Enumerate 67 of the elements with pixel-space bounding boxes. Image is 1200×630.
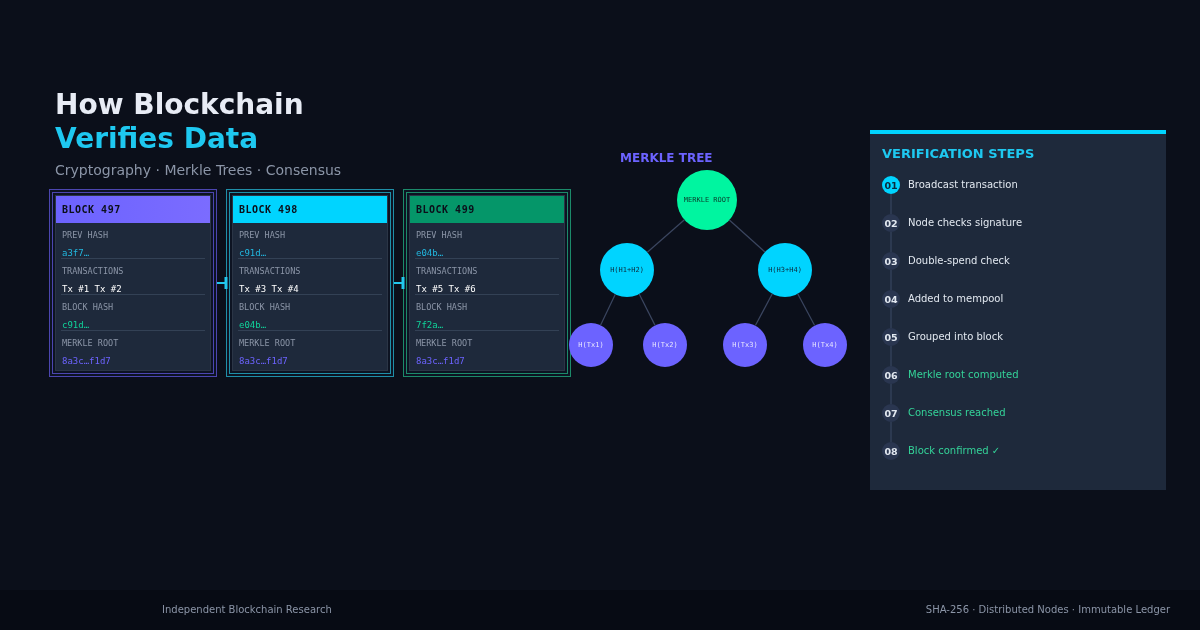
step-text: Node checks signature (908, 216, 1023, 230)
hash-value: Tx #1 Tx #2 (62, 283, 122, 295)
hash-value: e04b… (416, 247, 444, 259)
hash-value: c91d… (62, 319, 90, 331)
subtitle: Cryptography · Merkle Trees · Consensus (55, 162, 342, 178)
field-label: PREV HASH (62, 229, 110, 241)
step-text: Double-spend check (908, 254, 1010, 268)
hash-node (677, 170, 737, 230)
field-label: TRANSACTIONS (62, 265, 125, 277)
hash-value: Tx #3 Tx #4 (239, 283, 299, 295)
title: How Blockchain (55, 88, 304, 121)
step-number: 06 (884, 369, 898, 381)
step-number: 02 (884, 217, 898, 229)
field-label: PREV HASH (416, 229, 464, 241)
steps-panel (870, 130, 1166, 490)
tree-link (638, 293, 656, 326)
field-label: MERKLE ROOT (239, 337, 297, 349)
hash-value: 7f2a… (416, 319, 444, 331)
block-header: BLOCK 499 (410, 196, 564, 223)
hash-value: Tx #5 Tx #6 (416, 283, 476, 295)
hash-node (600, 243, 654, 297)
hash-node (569, 323, 613, 367)
step-number: 03 (884, 255, 898, 267)
hash-value: a3f7… (62, 247, 90, 259)
hash-node (723, 323, 767, 367)
block-header: BLOCK 498 (233, 196, 387, 223)
hash-value: 8a3c…f1d7 (416, 355, 465, 367)
hash-node (758, 243, 812, 297)
step-number: 04 (884, 293, 898, 305)
block-header: BLOCK 497 (56, 196, 210, 223)
field-label: BLOCK HASH (239, 301, 292, 313)
tree-link (728, 219, 766, 253)
tree-link (797, 293, 816, 327)
block-card (403, 189, 571, 377)
field-label: BLOCK HASH (416, 301, 469, 313)
footer-text: SHA-256 · Distributed Nodes · Immutable Ledger (925, 604, 1170, 615)
section-heading: MERKLE TREE (620, 151, 713, 165)
field-label: TRANSACTIONS (239, 265, 302, 277)
title: Verifies Data (55, 122, 259, 155)
panel-heading: VERIFICATION STEPS (882, 146, 1035, 161)
hash-node (803, 323, 847, 367)
step-number: 07 (884, 407, 898, 419)
step-text: Merkle root computed (908, 368, 1019, 382)
block-card (226, 189, 394, 377)
step-text: Consensus reached (908, 406, 1006, 420)
step-number: 08 (884, 445, 898, 457)
step-number: 05 (884, 331, 898, 343)
hash-value: 8a3c…f1d7 (239, 355, 288, 367)
field-label: PREV HASH (239, 229, 287, 241)
step-text: Grouped into block (908, 330, 1003, 344)
block-card (49, 189, 217, 377)
step-text: Broadcast transaction (908, 178, 1018, 192)
field-label: MERKLE ROOT (416, 337, 474, 349)
footer-text: Independent Blockchain Research (162, 604, 332, 615)
tree-link (646, 219, 685, 253)
field-label: TRANSACTIONS (416, 265, 479, 277)
field-label: BLOCK HASH (62, 301, 115, 313)
hash-value: 8a3c…f1d7 (62, 355, 111, 367)
hash-value: e04b… (239, 319, 267, 331)
tree-link (599, 293, 616, 326)
step-number: 01 (884, 179, 898, 191)
hash-value: c91d… (239, 247, 267, 259)
step-text: Block confirmed ✓ (908, 444, 1001, 458)
step-text: Added to mempool (908, 292, 1004, 306)
hash-node (643, 323, 687, 367)
field-label: MERKLE ROOT (62, 337, 120, 349)
tree-link (754, 293, 773, 327)
